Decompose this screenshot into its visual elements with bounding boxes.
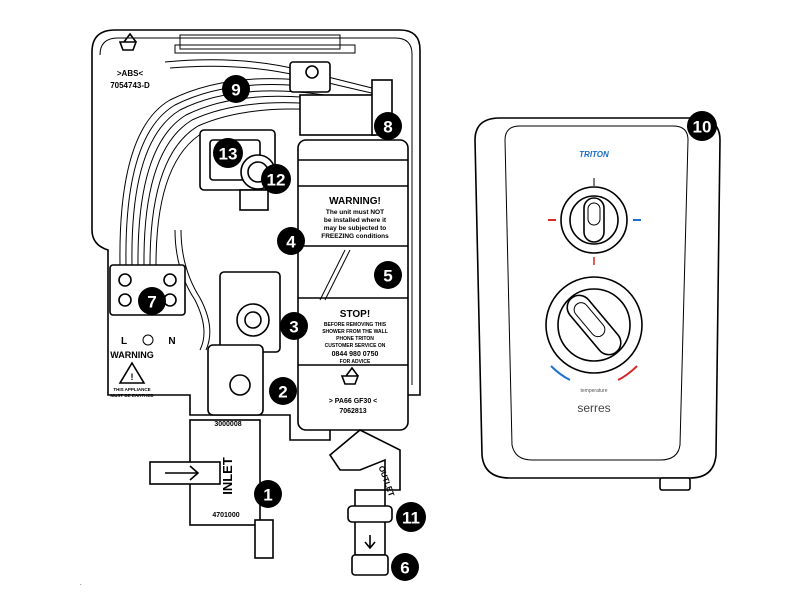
- callout-7-label: 7: [147, 293, 156, 312]
- callout-1-badge: [254, 480, 282, 508]
- callout-6-label: 6: [400, 559, 409, 578]
- earth-warning-title: WARNING: [110, 350, 154, 360]
- stop-notice-title: STOP!: [340, 309, 370, 320]
- material-label-top: >ABS<: [117, 69, 144, 78]
- callout-8-badge: [374, 112, 402, 140]
- terminal-neutral-label: N: [168, 336, 175, 347]
- callout-4-label: 4: [286, 233, 296, 252]
- callout-12-label: 12: [267, 171, 286, 190]
- backplate-outline: [91, 29, 421, 441]
- part-code-bottom: 7062813: [339, 408, 366, 415]
- stop-notice-line1: BEFORE REMOVING THIS: [324, 322, 387, 328]
- callout-10-badge: [687, 111, 717, 141]
- temperature-label: temperature: [581, 388, 608, 394]
- callout-10-label: 10: [693, 118, 712, 137]
- inlet-label: INLET: [220, 457, 235, 495]
- callout-12-badge: [261, 164, 291, 194]
- callout-3-label: 3: [289, 318, 298, 337]
- freeze-warning-line3: may be subjected to: [324, 225, 387, 232]
- stop-notice-line2: SHOWER FROM THE WALL: [322, 329, 388, 335]
- stop-notice-phone: 0844 980 0750: [332, 351, 379, 358]
- brand-logo: TRITON: [579, 150, 609, 159]
- earth-warning-line1: THIS APPLIANCE: [113, 387, 150, 392]
- model-name: serres: [577, 401, 610, 415]
- stop-notice-line4: CUSTOMER SERVICE ON: [325, 343, 386, 349]
- callout-5-label: 5: [383, 267, 392, 286]
- callout-11-badge: [396, 502, 426, 532]
- power-selector-dial[interactable]: [560, 186, 628, 254]
- earth-icon: [142, 334, 154, 346]
- freeze-warning-line4: FREEZING conditions: [321, 233, 389, 240]
- inlet-assembly: [149, 419, 274, 559]
- callout-1-label: 1: [263, 486, 272, 505]
- callout-2-badge: [269, 377, 297, 405]
- callout-3-badge: [280, 312, 308, 340]
- temperature-dial[interactable]: [545, 276, 643, 374]
- callout-7-badge: [138, 287, 166, 315]
- material-label-bottom: > PA66 GF30 <: [329, 398, 378, 405]
- svg-text:!: !: [131, 372, 134, 382]
- part-code-top: 7054743-D: [110, 81, 150, 90]
- outlet-assembly: [328, 429, 401, 576]
- freeze-warning-line1: The unit must NOT: [326, 209, 384, 216]
- recycle-icon-bottom: [340, 366, 360, 385]
- earth-warning-line2: MUST BE EARTHED: [110, 393, 154, 398]
- callout-11-label: 11: [402, 509, 420, 528]
- callout-2-label: 2: [278, 383, 287, 402]
- terminal-live-label: L: [121, 336, 127, 347]
- svg-text:.: .: [80, 581, 82, 587]
- callout-8-label: 8: [383, 118, 392, 137]
- freeze-warning-line2: be installed where it: [324, 217, 387, 224]
- callout-6-badge: [391, 553, 419, 581]
- stop-notice-line3: PHONE TRITON: [336, 336, 374, 342]
- callout-9-badge: [222, 75, 250, 103]
- warning-triangle-icon: [118, 361, 146, 384]
- wiring-bundle: [119, 59, 386, 351]
- callout-5-badge: [374, 261, 402, 289]
- inlet-code-small-2: 4701000: [212, 512, 239, 519]
- inlet-code-small: 3000008: [214, 421, 241, 428]
- heater-tank: [297, 139, 409, 431]
- callout-9-label: 9: [231, 81, 240, 100]
- callout-13-label: 13: [219, 145, 238, 164]
- callout-13-badge: [213, 138, 243, 168]
- freeze-warning-title: WARNING!: [329, 196, 381, 207]
- stop-notice-line5: FOR ADVICE: [340, 359, 371, 365]
- callout-4-badge: [277, 227, 305, 255]
- shower-front-cover: TRITON temperature serres: [474, 117, 721, 491]
- recycle-icon: [118, 32, 138, 51]
